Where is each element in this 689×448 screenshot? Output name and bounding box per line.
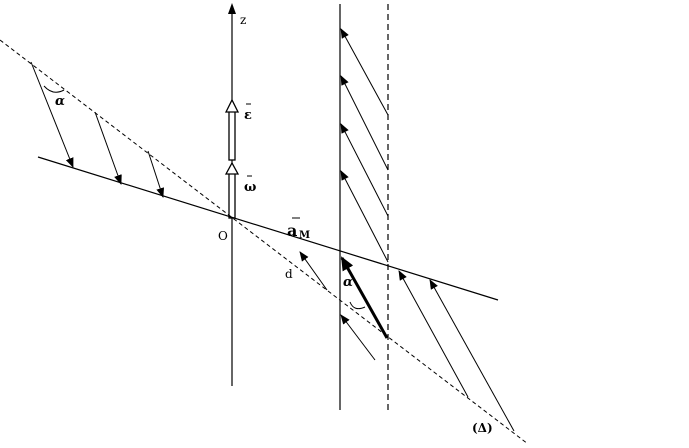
epsilon-label: ε — [244, 108, 252, 123]
band-upper-arrows — [340, 28, 389, 263]
z-axis-arrow-icon — [228, 3, 236, 14]
accel-subscript: M — [299, 230, 310, 241]
left-arrow-3 — [147, 150, 165, 198]
band-arrow-2 — [340, 75, 389, 171]
alpha-left-label: α — [55, 94, 65, 109]
bold-accel-arrow — [340, 256, 389, 339]
omega-label: ω — [244, 180, 256, 195]
band-arrow-1 — [340, 28, 389, 116]
solid-line — [37, 156, 499, 301]
left-arrow-1 — [30, 61, 74, 168]
right-arrow-1 — [398, 270, 469, 398]
band-arrow-lower — [340, 314, 376, 361]
band-arrow-4 — [340, 170, 389, 263]
z-axis-label: z — [240, 13, 246, 27]
dashed-line-delta — [0, 39, 529, 445]
epsilon-vector — [224, 98, 240, 161]
right-arrows — [398, 270, 515, 432]
origin-label: O — [218, 229, 228, 243]
accel-arrow-small — [299, 251, 328, 291]
distance-label: d — [285, 267, 293, 281]
left-arrow-2 — [94, 111, 122, 185]
band-arrow-3 — [340, 123, 389, 217]
right-arrow-2 — [429, 279, 515, 432]
left-arrows — [30, 61, 165, 198]
delta-label: (Δ) — [472, 421, 493, 435]
omega-vector — [224, 161, 240, 219]
alpha-left-arc — [43, 85, 65, 93]
alpha-right-arc — [349, 301, 366, 310]
alpha-right-label: α — [343, 275, 353, 290]
accel-label: a — [287, 221, 297, 240]
